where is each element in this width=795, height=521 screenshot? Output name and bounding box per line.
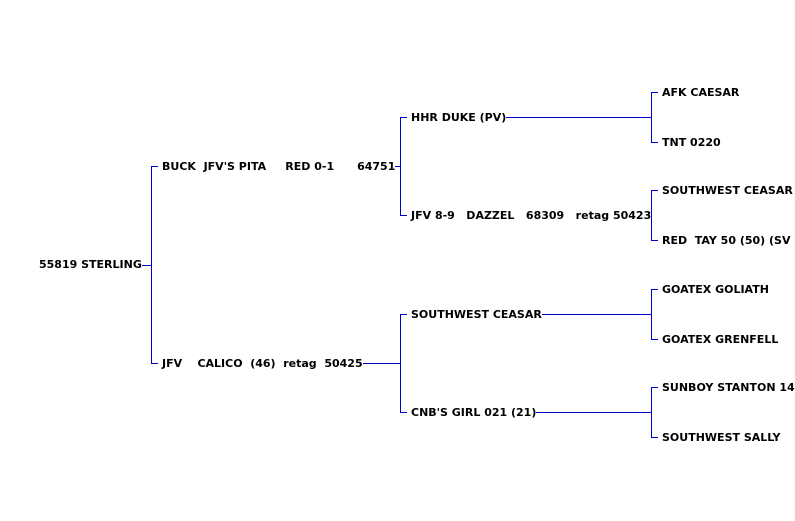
great-grandsire-4[interactable]: SUNBOY STANTON 14 bbox=[662, 381, 795, 394]
paternal-granddam[interactable]: JFV 8-9 DAZZEL 68309 retag 50423 bbox=[411, 209, 652, 222]
subject-animal[interactable]: 55819 STERLING bbox=[39, 258, 142, 271]
great-granddam-4[interactable]: SOUTHWEST SALLY bbox=[662, 431, 781, 444]
maternal-granddam[interactable]: CNB'S GIRL 021 (21) bbox=[411, 406, 537, 419]
maternal-grandsire[interactable]: SOUTHWEST CEASAR bbox=[411, 308, 542, 321]
great-granddam-1[interactable]: TNT 0220 bbox=[662, 136, 721, 149]
great-grandsire-2[interactable]: SOUTHWEST CEASAR bbox=[662, 184, 793, 197]
great-grandsire-3[interactable]: GOATEX GOLIATH bbox=[662, 283, 769, 296]
paternal-grandsire[interactable]: HHR DUKE (PV) bbox=[411, 111, 507, 124]
sire[interactable]: BUCK JFV'S PITA RED 0-1 64751 bbox=[162, 160, 396, 173]
great-granddam-2[interactable]: RED TAY 50 (50) (SV bbox=[662, 234, 791, 247]
great-granddam-3[interactable]: GOATEX GRENFELL bbox=[662, 333, 779, 346]
dam[interactable]: JFV CALICO (46) retag 50425 bbox=[162, 357, 363, 370]
great-grandsire-1[interactable]: AFK CAESAR bbox=[662, 86, 740, 99]
